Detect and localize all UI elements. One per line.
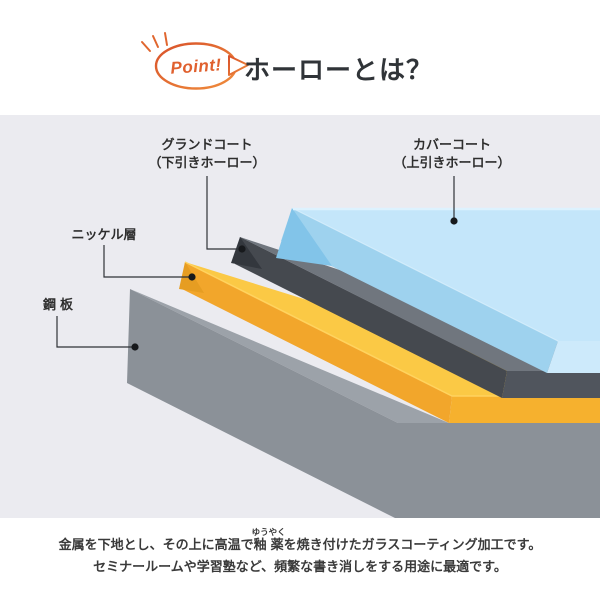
- ground-end-face: [231, 237, 262, 269]
- point-bubble-rays: [141, 32, 168, 52]
- cover-front-face: [281, 208, 558, 373]
- description-line1-pre: 金属を下地とし、その上に高温で: [58, 537, 254, 552]
- cover-coat-layer: [276, 207, 600, 373]
- label-ground-coat: グランドコート （下引きホーロー）: [148, 136, 265, 171]
- ground-coat-leader-line: [206, 176, 242, 250]
- description-line2: セミナールームや学習塾など、頻繁な書き消しをする用途に最適です。: [93, 559, 507, 574]
- label-cover-coat: カバーコート （上引きホーロー）: [393, 136, 510, 171]
- description-line1: 金属を下地とし、その上に高温で釉薬ゆうやくを焼き付けたガラスコーティング加工です…: [0, 527, 600, 556]
- description-ruby: 釉薬ゆうやく: [251, 527, 286, 552]
- description-text: 金属を下地とし、その上に高温で釉薬ゆうやくを焼き付けたガラスコーティング加工です…: [0, 527, 600, 578]
- steel-leader-line: [56, 316, 135, 348]
- label-ground-coat-line2: （下引きホーロー）: [148, 154, 266, 170]
- cover-end-face: [276, 208, 332, 266]
- steel-front-face: [127, 289, 600, 518]
- point-bubble: Point!: [141, 32, 249, 90]
- cover-ridge-highlight: [291, 207, 559, 342]
- label-cover-coat-line2: （上引きホーロー）: [393, 154, 511, 170]
- steel-plate-layer: [127, 289, 600, 518]
- cover-top-face: [292, 208, 600, 341]
- page-title: ホーローとは？: [244, 55, 434, 85]
- nickel-front-face: [182, 262, 452, 423]
- label-ground-coat-line1: グランドコート: [161, 137, 253, 152]
- label-steel: 鋼板: [42, 297, 78, 312]
- description-line1-post: を焼き付けたガラスコーティング加工です。: [283, 537, 542, 552]
- ground-coat-leader-dot: [238, 245, 246, 253]
- cover-front-right-face: [547, 341, 600, 373]
- steel-top-face: [130, 289, 449, 423]
- description-ruby-base: 釉薬: [251, 537, 286, 552]
- nickel-front-right-face: [449, 396, 600, 423]
- ground-front-face: [235, 237, 507, 398]
- leader-lines: [56, 176, 455, 348]
- label-nickel: ニッケル層: [71, 227, 137, 242]
- point-bubble-tail: [228, 55, 249, 76]
- nickel-leader-line: [103, 245, 192, 278]
- nickel-leader-dot: [188, 273, 196, 281]
- ground-front-right-face: [502, 371, 600, 398]
- steel-leader-dot: [131, 343, 139, 351]
- description-ruby-furigana: ゆうやく: [251, 527, 286, 537]
- label-cover-coat-line1: カバーコート: [412, 137, 492, 152]
- cover-coat-leader-dot: [450, 217, 458, 225]
- leader-dots: [131, 217, 458, 351]
- point-bubble-label: Point!: [170, 55, 222, 78]
